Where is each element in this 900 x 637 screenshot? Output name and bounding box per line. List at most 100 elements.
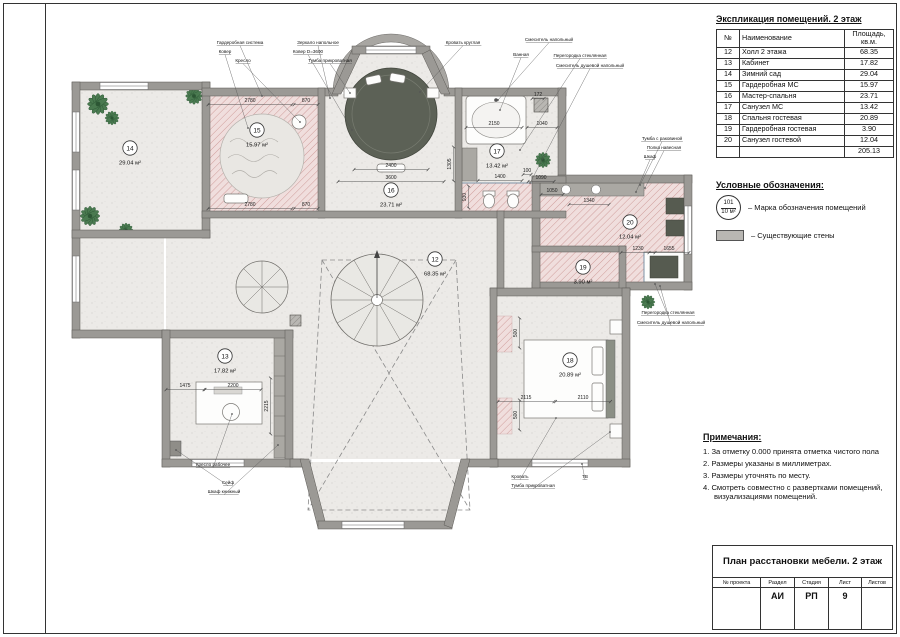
dimension: 500 <box>513 398 522 432</box>
titleblock-field-label: Раздел <box>761 578 795 588</box>
svg-text:17: 17 <box>493 148 501 155</box>
svg-text:12.04 м²: 12.04 м² <box>619 235 641 241</box>
annotation: Полка навесная <box>644 145 682 189</box>
room-mark-symbol: 101 10 м² <box>716 195 741 220</box>
dimension: 100 <box>521 168 533 177</box>
svg-text:Тумба прикроватная: Тумба прикроватная <box>308 58 352 63</box>
annotation: Тумба прикроватная <box>307 58 352 94</box>
schedule-cell: Гардеробная гостевая <box>739 123 845 136</box>
schedule-cell: 18 <box>716 112 740 125</box>
dimension: 1305 <box>447 145 456 183</box>
legend-title: Условные обозначения: <box>716 180 824 190</box>
svg-text:Сейф: Сейф <box>222 479 234 485</box>
schedule-cell: 29.04 <box>844 68 894 81</box>
svg-text:Кровать: Кровать <box>511 474 529 479</box>
window <box>531 459 589 467</box>
svg-text:1050: 1050 <box>546 188 557 194</box>
titleblock-field-label: Лист <box>829 578 862 588</box>
annotation: Ванная <box>499 52 529 111</box>
svg-text:29.04 м²: 29.04 м² <box>119 161 141 167</box>
dimension: 1340 <box>567 198 611 207</box>
toilet <box>482 190 496 209</box>
annotation: Смеситель душевой напольный <box>637 285 706 326</box>
legend-mark-area: 10 м² <box>721 208 736 215</box>
sheet-margin-line <box>45 3 46 633</box>
note-item: 4. Смотреть совместно с развертками поме… <box>703 482 883 502</box>
svg-text:2110: 2110 <box>578 395 589 401</box>
annotation: Сейф <box>175 449 234 486</box>
window <box>72 255 80 303</box>
annotation: Гардеробная система <box>216 40 264 97</box>
dimension: 1090 <box>526 175 556 184</box>
bathtub <box>465 95 527 145</box>
round-landing <box>235 260 289 314</box>
svg-text:ТВ: ТВ <box>582 474 588 479</box>
schedule-cell: 20 <box>716 134 740 147</box>
svg-text:12: 12 <box>431 256 439 263</box>
schedule-cell: 16 <box>716 90 740 103</box>
wardrobe-strip <box>496 397 513 435</box>
legend: Условные обозначения: 101 10 м² – Марка … <box>716 180 896 251</box>
schedule-cell: 23.71 <box>844 90 894 103</box>
armchair <box>291 114 307 130</box>
svg-text:2150: 2150 <box>488 121 499 127</box>
svg-text:19: 19 <box>579 264 587 271</box>
office-chair <box>222 403 240 421</box>
title-block: План расстановки мебели. 2 этаж № проект… <box>712 545 893 630</box>
svg-text:3600: 3600 <box>385 175 396 181</box>
svg-text:Смеситель душевой напольный: Смеситель душевой напольный <box>556 62 625 68</box>
window <box>365 46 417 54</box>
schedule-total-row: 205.13 <box>716 145 894 158</box>
legend-item-label: – Существующие стены <box>751 231 835 240</box>
svg-text:Гардеробная система: Гардеробная система <box>217 40 264 45</box>
pillow <box>365 74 382 86</box>
plant-icon <box>640 294 656 310</box>
bed-bench <box>376 163 406 173</box>
svg-text:15: 15 <box>253 127 261 134</box>
svg-text:Смеситель напольный: Смеситель напольный <box>525 36 574 42</box>
note-item: 2. Размеры указаны в миллиметрах. <box>703 458 832 468</box>
schedule-col-header: Площадь, кв.м. <box>844 29 894 48</box>
schedule-cell: 3.90 <box>844 123 894 136</box>
room-mark: 17 13.42 м² <box>486 143 508 170</box>
annotation: Шкаф книжный <box>208 444 279 495</box>
svg-text:2215: 2215 <box>264 400 270 411</box>
titleblock-field-value: 9 <box>829 588 862 629</box>
notes-title: Примечания: <box>703 432 762 442</box>
annotation: Ковер <box>219 49 249 129</box>
schedule-col-header: № <box>716 29 740 48</box>
wall-swatch <box>716 230 744 241</box>
svg-text:870: 870 <box>302 202 311 208</box>
vanity-counter <box>461 147 478 182</box>
svg-text:Кресло: Кресло <box>235 58 251 63</box>
svg-text:13.42 м²: 13.42 м² <box>486 164 508 170</box>
schedule-cell: 68.35 <box>844 46 894 59</box>
schedule-cell: 17.82 <box>844 57 894 70</box>
schedule-cell: 17 <box>716 101 740 114</box>
svg-text:20: 20 <box>626 219 634 226</box>
spiral-staircase <box>330 250 424 347</box>
window <box>99 82 149 90</box>
annotation: Кресло <box>235 58 301 123</box>
svg-text:Шкаф книжный: Шкаф книжный <box>208 488 241 494</box>
svg-text:1655: 1655 <box>663 246 674 252</box>
note-item: 1. За отметку 0.000 принята отметка чист… <box>703 447 879 456</box>
bench <box>223 193 249 204</box>
svg-text:1340: 1340 <box>583 198 594 204</box>
room-mark: 20 12.04 м² <box>619 214 641 241</box>
svg-text:Ванная: Ванная <box>513 52 529 57</box>
svg-text:930: 930 <box>462 193 468 202</box>
dimension: 2780 <box>206 202 294 211</box>
dimension: 1655 <box>647 246 691 255</box>
svg-text:Полка навесная: Полка навесная <box>647 145 682 150</box>
